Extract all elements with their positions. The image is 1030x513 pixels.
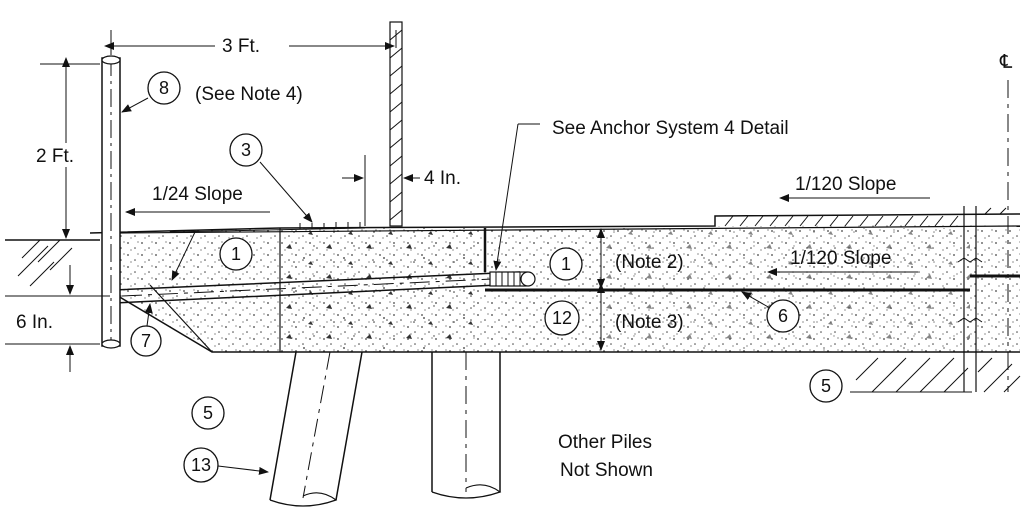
callout-12: 12: [544, 300, 580, 336]
slope-right-top-label: 1/120 Slope: [795, 174, 896, 195]
callout-1-right: 1: [549, 247, 583, 281]
callout-7: 7: [130, 325, 162, 357]
barrier-wall: [389, 21, 403, 227]
callout-5-right: 5: [809, 369, 843, 403]
centerline: ℄: [999, 52, 1013, 392]
callout-13: 13: [183, 447, 219, 483]
pavement-section: [89, 206, 1021, 392]
svg-text:1: 1: [231, 244, 241, 264]
anchor-bar: [106, 271, 536, 304]
svg-text:6: 6: [778, 306, 788, 326]
ground-left: [5, 239, 100, 287]
dim-6in-label: 6 In.: [16, 312, 53, 333]
callout-8: 8: [147, 71, 181, 105]
centerline-symbol: ℄: [999, 52, 1013, 73]
slope-left-label: 1/24 Slope: [152, 184, 243, 205]
svg-text:3: 3: [241, 140, 251, 160]
note2-label: (Note 2): [615, 252, 684, 273]
rail-post: [101, 55, 121, 349]
dim-3ft-label: 3 Ft.: [222, 36, 260, 57]
anchor-detail-text: See Anchor System 4 Detail: [552, 118, 789, 139]
dim-2ft-label: 2 Ft.: [36, 146, 74, 167]
slope-right-mid-label: 1/120 Slope: [790, 248, 891, 269]
callout-6: 6: [766, 299, 800, 333]
svg-text:7: 7: [141, 331, 151, 351]
slope-arrows: [125, 194, 930, 276]
leader-lines: [121, 97, 771, 475]
svg-text:1: 1: [561, 254, 571, 274]
dimension-4in: 4 In.: [342, 155, 461, 226]
dimension-2ft: 2 Ft.: [30, 57, 100, 239]
note3-label: (Note 3): [615, 312, 684, 333]
dimension-3ft: 3 Ft.: [104, 30, 397, 57]
svg-text:5: 5: [821, 376, 831, 396]
svg-text:8: 8: [159, 78, 169, 98]
callout-1-left: 1: [219, 237, 253, 271]
piles: [269, 351, 502, 507]
svg-text:13: 13: [191, 455, 211, 475]
svg-text:5: 5: [203, 403, 213, 423]
other-piles-label-1: Other Piles: [558, 432, 652, 453]
ground-right: [850, 357, 1021, 393]
other-piles-label-2: Not Shown: [560, 460, 653, 481]
dimension-6in: 6 In.: [5, 265, 110, 372]
see-note4-text: (See Note 4): [195, 84, 303, 105]
svg-text:12: 12: [552, 308, 572, 328]
dim-4in-label: 4 In.: [424, 168, 461, 189]
callout-5-left: 5: [191, 396, 225, 430]
callout-3: 3: [229, 133, 263, 167]
